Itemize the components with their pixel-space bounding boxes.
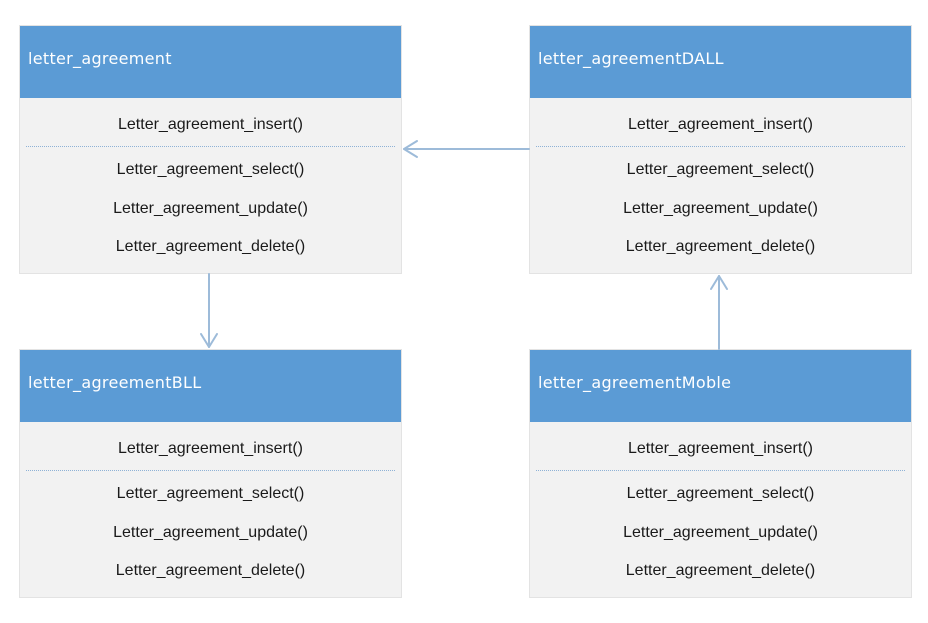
method-delete: Letter_agreement_delete() [625,238,816,255]
class-letter-agreement-dall: letter_agreementDALL Letter_agreement_in… [529,25,912,274]
method-insert: Letter_agreement_insert() [628,440,813,457]
class-letter-agreement: letter_agreement Letter_agreement_insert… [19,25,402,274]
method-separator [26,470,395,471]
method-delete: Letter_agreement_delete() [115,238,306,255]
method-separator [26,146,395,147]
method-insert: Letter_agreement_insert() [118,116,303,133]
method-select: Letter_agreement_select() [116,161,305,178]
method-insert: Letter_agreement_insert() [628,116,813,133]
class-title: letter_agreementBLL [20,350,401,422]
method-update: Letter_agreement_update() [623,524,818,541]
method-separator [536,146,905,147]
class-title: letter_agreementDALL [530,26,911,98]
arrow-agreement-to-bll [200,273,218,348]
method-delete: Letter_agreement_delete() [115,562,306,579]
method-update: Letter_agreement_update() [623,200,818,217]
class-letter-agreement-moble: letter_agreementMoble Letter_agreement_i… [529,349,912,598]
method-separator [536,470,905,471]
method-select: Letter_agreement_select() [626,161,815,178]
class-letter-agreement-bll: letter_agreementBLL Letter_agreement_ins… [19,349,402,598]
class-title: letter_agreement [20,26,401,98]
method-select: Letter_agreement_select() [626,485,815,502]
method-select: Letter_agreement_select() [116,485,305,502]
arrow-moble-to-dall [710,275,728,350]
method-insert: Letter_agreement_insert() [118,440,303,457]
class-title: letter_agreementMoble [530,350,911,422]
method-update: Letter_agreement_update() [113,524,308,541]
method-update: Letter_agreement_update() [113,200,308,217]
method-delete: Letter_agreement_delete() [625,562,816,579]
arrow-dall-to-agreement [403,140,530,158]
